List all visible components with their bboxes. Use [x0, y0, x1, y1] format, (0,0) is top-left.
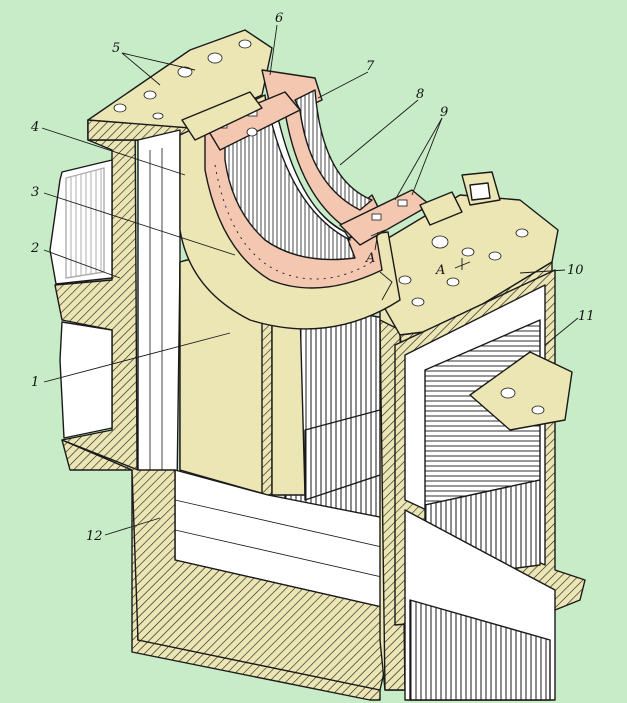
bracket-plate	[469, 351, 573, 431]
bearing-assembly	[113, 39, 545, 415]
callout-7: 7	[366, 59, 375, 74]
callout-5: 5	[112, 41, 120, 56]
left-rib-lower	[59, 321, 113, 439]
callout-9: 9	[440, 105, 448, 120]
shim-block-left	[181, 91, 263, 141]
callout-8: 8	[416, 87, 424, 102]
section-marks: A A	[365, 251, 445, 278]
section-mark-a-right: A	[435, 263, 445, 278]
callout-labels: 5 6 7 8 9 4 3 2 10 11 1 12	[30, 11, 595, 544]
bolt-holes	[113, 39, 545, 415]
callout-1: 1	[31, 375, 39, 390]
callout-10: 10	[567, 263, 584, 278]
callout-3: 3	[31, 185, 39, 200]
callout-6: 6	[275, 11, 283, 26]
callout-2: 2	[30, 241, 39, 256]
callout-12: 12	[86, 529, 103, 544]
section-mark-a-left: A	[365, 251, 375, 266]
leader-lines	[41, 24, 579, 536]
callout-4: 4	[30, 120, 39, 135]
shim-block-right	[419, 191, 463, 226]
callout-11: 11	[578, 309, 595, 324]
